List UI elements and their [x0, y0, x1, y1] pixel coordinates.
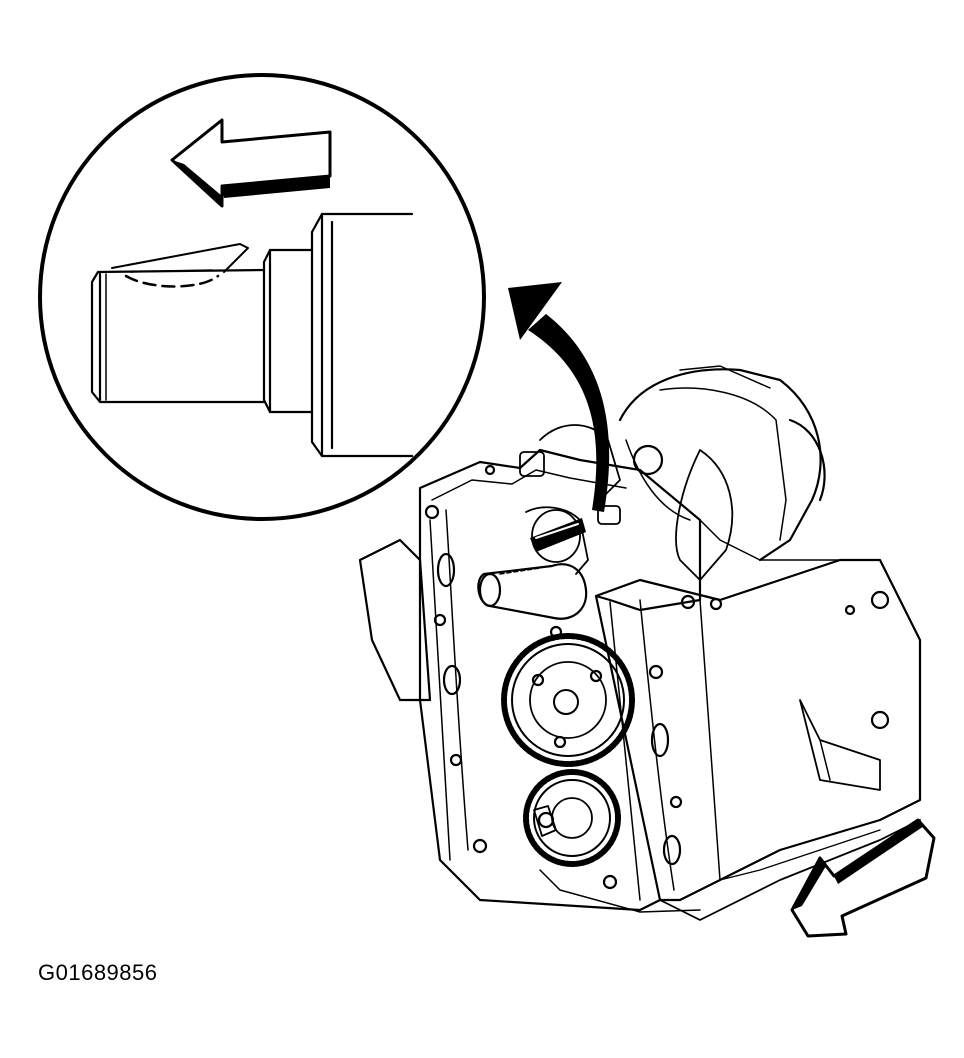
crankshaft [519, 365, 826, 581]
camshaft-end-detail [90, 212, 414, 458]
direction-arrow-icon [790, 818, 936, 938]
camshaft-gear [501, 633, 635, 767]
indicator-curved-arrow-icon [508, 282, 610, 512]
figure-code: G01689856 [38, 960, 158, 985]
detail-circle [38, 73, 486, 521]
engine-block [358, 448, 922, 921]
detail-direction-arrow-icon [170, 118, 332, 208]
crankshaft-gear [523, 769, 621, 867]
camshaft [477, 505, 621, 620]
